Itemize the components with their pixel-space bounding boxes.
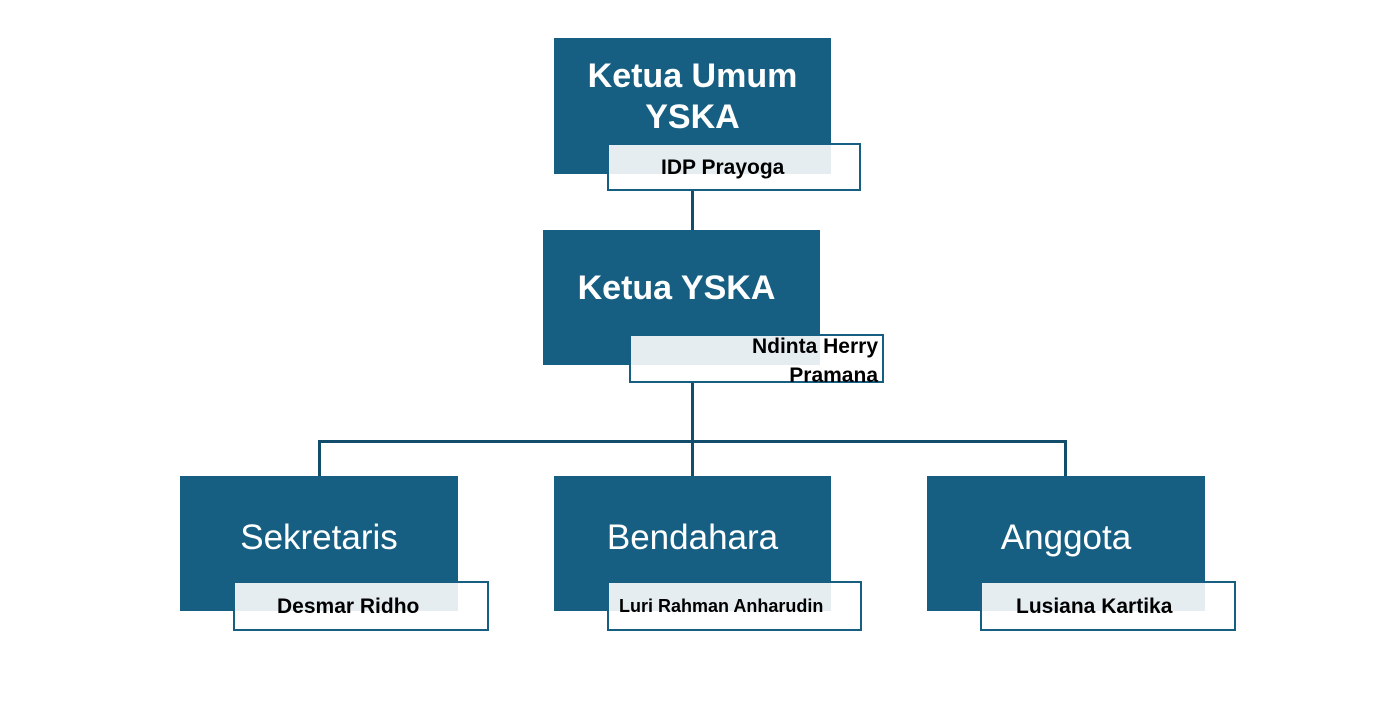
name-box-highlight [631,336,820,365]
person-name: Lusiana Kartika [1016,595,1173,618]
name-box-highlight [609,145,831,174]
name-box-highlight [235,583,458,611]
name-box-bendahara[interactable]: Luri Rahman Anharudin [607,581,862,631]
node-title: Ketua YSKA [577,269,776,307]
node-title-line: YSKA [645,98,740,137]
node-ketua[interactable]: Ketua YSKA [543,230,820,365]
person-name-line: Pramana [789,364,878,387]
node-title: Sekretaris [240,518,398,557]
person-name: Desmar Ridho [277,595,420,618]
connector-ketua-down [691,382,694,476]
connector-to-anggota [1064,440,1067,476]
name-box-highlight [982,583,1205,611]
connector-horizontal-bar [318,440,1067,443]
person-name: IDP Prayoga [661,156,785,179]
name-box-ketua[interactable]: Ndinta Herry Pramana [629,334,884,387]
node-title: Bendahara [606,518,779,557]
connector-ketua-umum-to-ketua [691,190,694,230]
person-name: Ndinta Herry Pramana [752,332,878,390]
node-title: Anggota [1000,518,1132,557]
name-box-anggota[interactable]: Lusiana Kartika [980,581,1236,631]
person-name: Luri Rahman Anharudin [619,596,824,616]
connector-to-sekretaris [318,440,321,476]
node-title-line: Ketua Umum [587,57,798,95]
person-name-line: Ndinta Herry [751,335,878,358]
name-box-sekretaris[interactable]: Desmar Ridho [233,581,489,631]
name-box-highlight [609,583,831,611]
name-box-ketua-umum[interactable]: IDP Prayoga [607,143,861,191]
